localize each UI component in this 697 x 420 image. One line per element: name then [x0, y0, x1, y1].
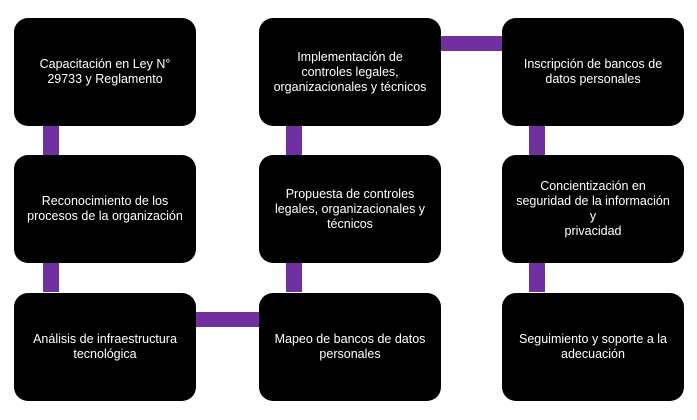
connector-5-6 — [286, 126, 302, 155]
step-concientizacion: Concientización en seguridad de la infor… — [502, 155, 684, 263]
step-implementacion: Implementación de controles legales, org… — [259, 18, 441, 126]
step-label: Mapeo de bancos de datos personales — [274, 332, 426, 361]
connector-4-5 — [286, 263, 302, 292]
step-label: Reconocimiento de los procesos de la org… — [27, 194, 183, 223]
step-capacitacion: Capacitación en Ley N° 29733 y Reglament… — [14, 18, 196, 126]
step-inscripcion: Inscripción de bancos de datos personale… — [502, 18, 684, 126]
step-label: Análisis de infraestructura tecnológica — [33, 332, 177, 361]
step-propuesta: Propuesta de controles legales, organiza… — [259, 155, 441, 263]
step-analisis: Análisis de infraestructura tecnológica — [14, 293, 196, 401]
step-mapeo: Mapeo de bancos de datos personales — [259, 293, 441, 401]
step-reconocimiento: Reconocimiento de los procesos de la org… — [14, 155, 196, 263]
step-label: Concientización en seguridad de la infor… — [516, 179, 670, 238]
connector-1-2 — [43, 126, 59, 155]
step-label: Implementación de controles legales, org… — [273, 49, 427, 94]
step-label: Inscripción de bancos de datos personale… — [523, 57, 663, 86]
connector-2-3 — [43, 263, 59, 292]
connector-3-4 — [196, 312, 259, 327]
connector-7-8 — [529, 126, 545, 155]
connector-6-7 — [441, 36, 502, 51]
step-seguimiento: Seguimiento y soporte a la adecuación — [502, 293, 684, 401]
step-label: Seguimiento y soporte a la adecuación — [518, 332, 667, 361]
connector-8-9 — [529, 263, 545, 292]
step-label: Propuesta de controles legales, organiza… — [274, 186, 426, 231]
step-label: Capacitación en Ley N° 29733 y Reglament… — [39, 57, 171, 86]
